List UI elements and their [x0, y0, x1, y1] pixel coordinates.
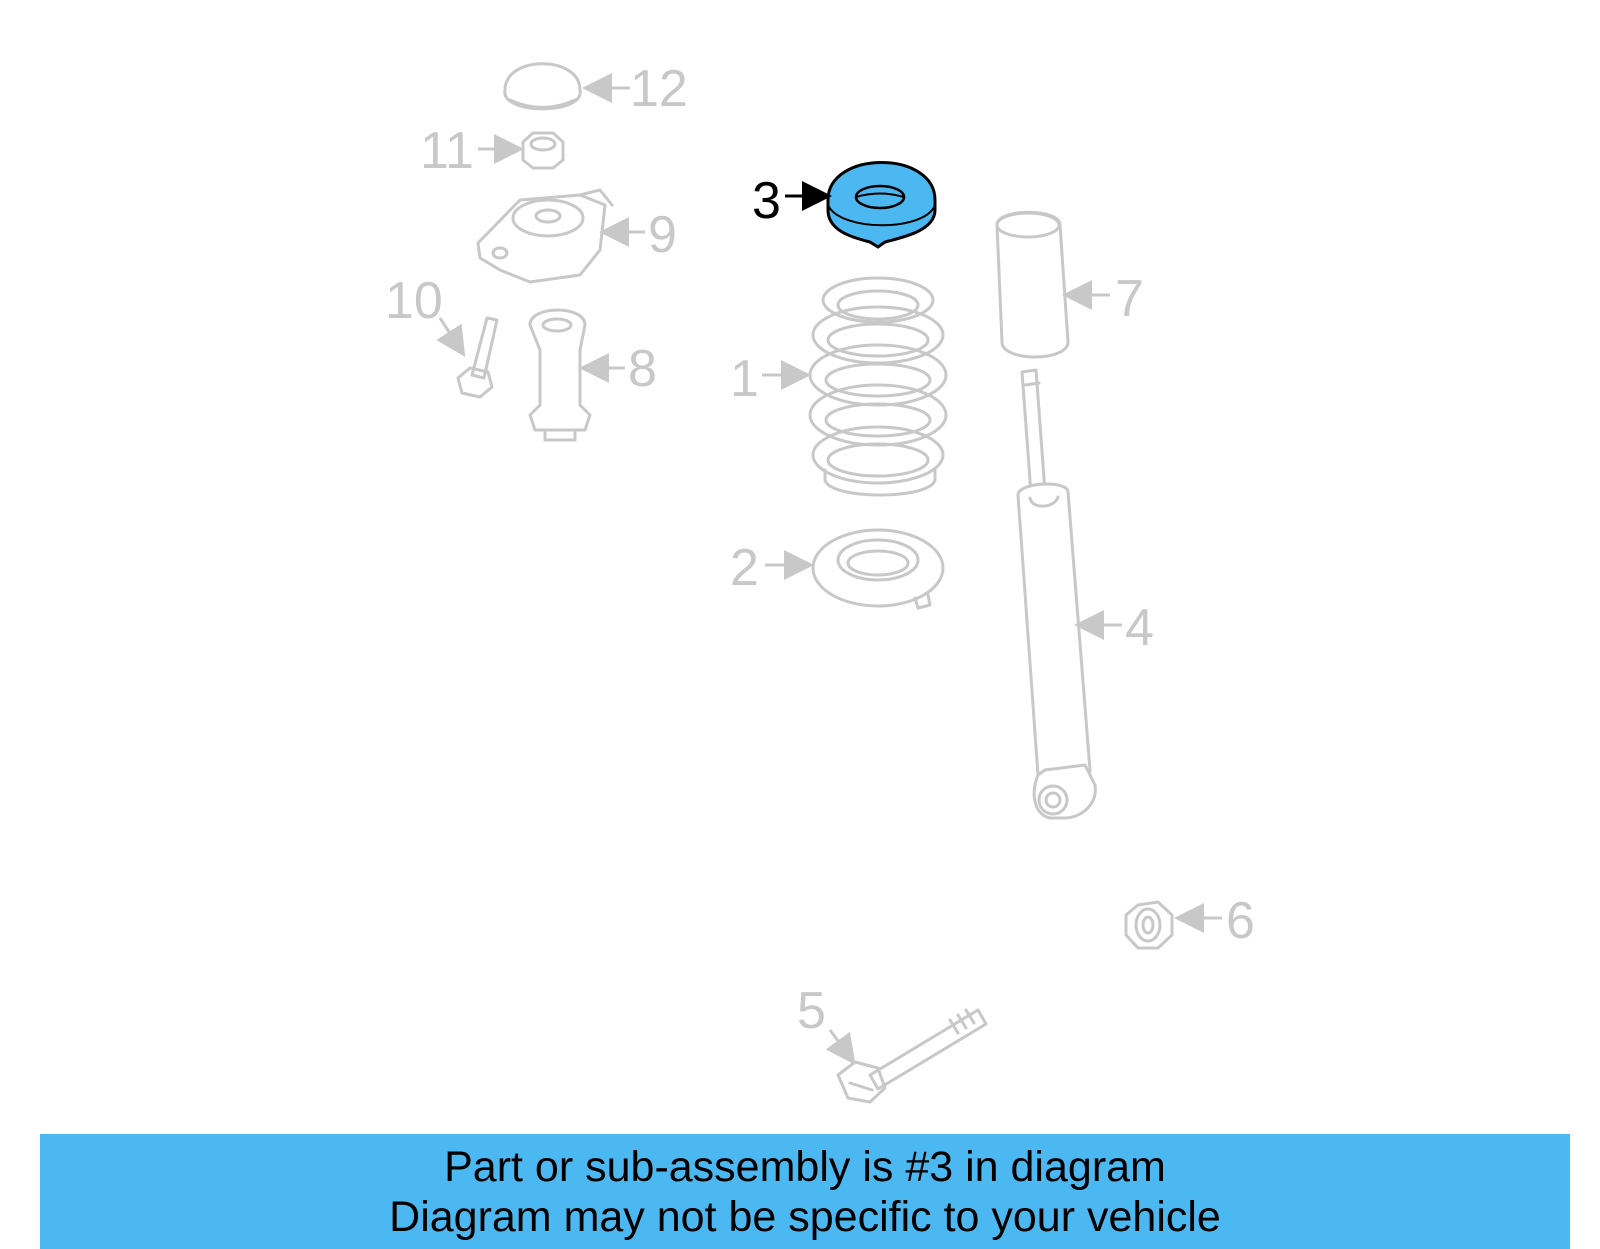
callout-10[interactable]: 10: [385, 272, 443, 330]
part-6-nut[interactable]: [1124, 900, 1174, 950]
banner-line-1: Part or sub-assembly is #3 in diagram: [444, 1143, 1166, 1191]
part-7-dust-boot[interactable]: [995, 210, 1070, 359]
part-3-spring-seat[interactable]: [826, 161, 937, 249]
callout-9[interactable]: 9: [648, 206, 677, 264]
callout-arrow-5: [825, 1029, 856, 1065]
part-9-mount[interactable]: [476, 188, 614, 284]
part-8-bumpstop[interactable]: [528, 308, 592, 442]
part-10-bolt[interactable]: [456, 316, 499, 399]
callout-11[interactable]: 11: [420, 122, 474, 180]
banner-line-2: Diagram may not be specific to your vehi…: [389, 1193, 1221, 1241]
part-5-bolt[interactable]: [836, 1008, 988, 1104]
callout-arrow-10: [436, 317, 466, 358]
callout-3[interactable]: 3: [752, 172, 781, 230]
callout-5[interactable]: 5: [797, 982, 826, 1040]
part-4-shock-absorber[interactable]: [1016, 368, 1097, 820]
callout-7[interactable]: 7: [1115, 270, 1144, 328]
callout-4[interactable]: 4: [1125, 599, 1154, 657]
part-1-coil-spring[interactable]: [808, 276, 948, 497]
part-2-lower-seat[interactable]: [811, 528, 945, 610]
part-11-nut[interactable]: [521, 131, 565, 170]
callout-2[interactable]: 2: [730, 539, 759, 597]
info-banner: Part or sub-assembly is #3 in diagram Di…: [40, 1134, 1570, 1249]
callout-12[interactable]: 12: [630, 60, 688, 118]
part-12-cap[interactable]: [503, 62, 582, 111]
callout-6[interactable]: 6: [1226, 892, 1255, 950]
callout-1[interactable]: 1: [730, 350, 759, 408]
callout-8[interactable]: 8: [628, 340, 657, 398]
